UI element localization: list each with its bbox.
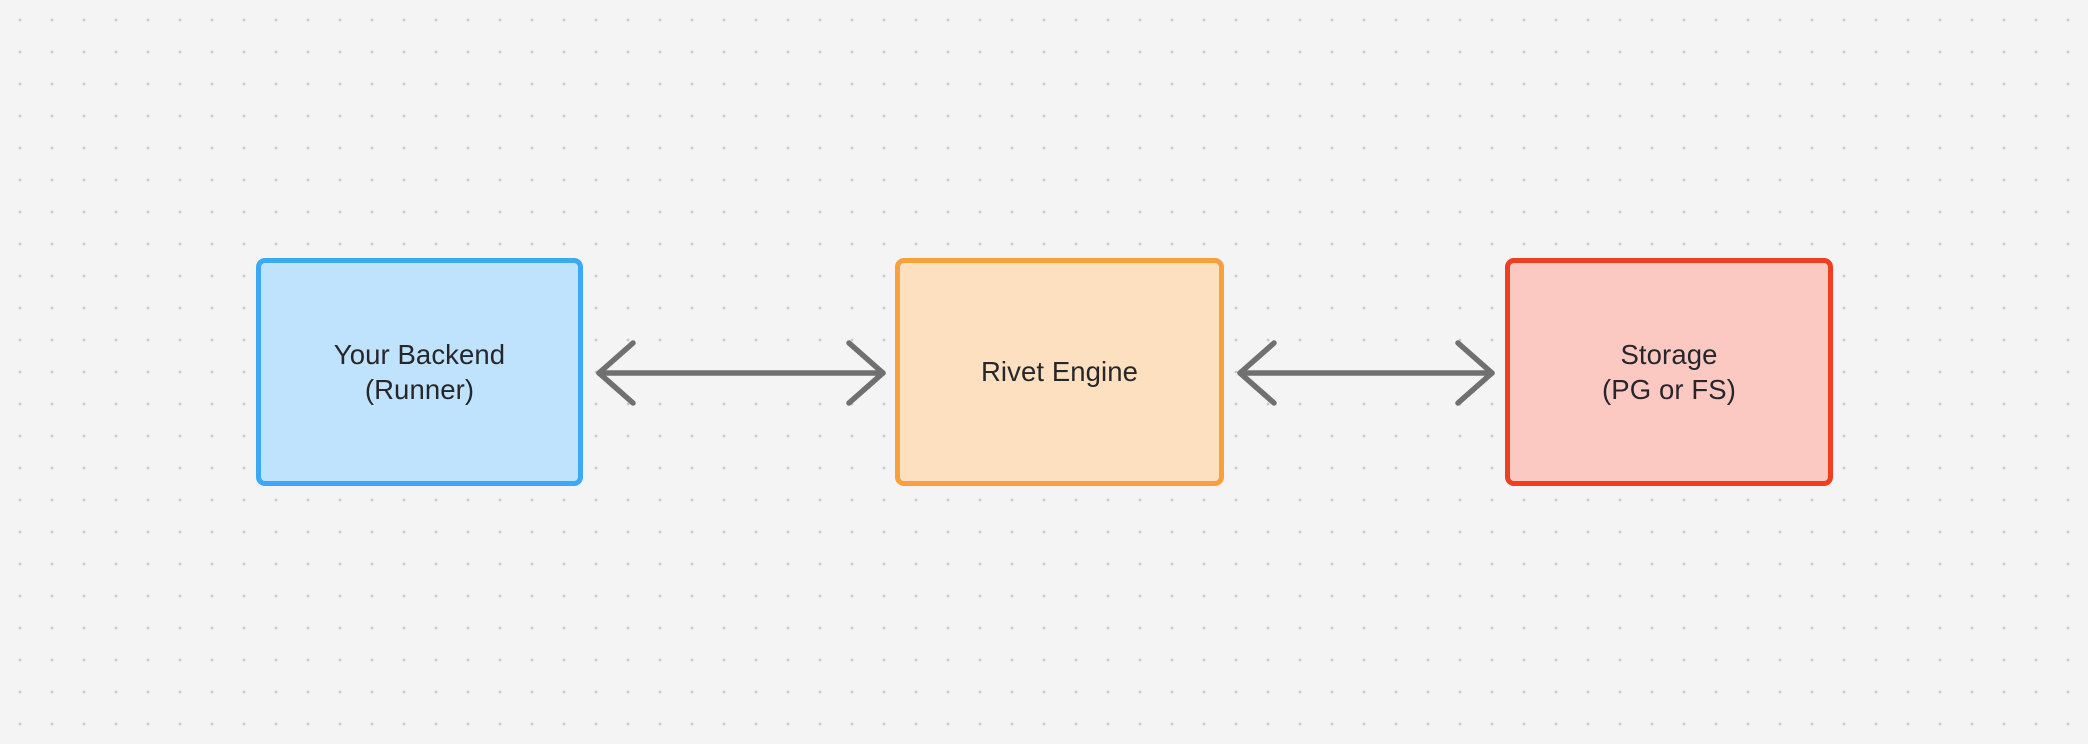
diagram-node-storage[interactable]: Storage (PG or FS): [1505, 258, 1833, 486]
node-backend-label-line1: Your Backend: [333, 338, 506, 370]
diagram-edge-engine-to-storage[interactable]: [1232, 330, 1500, 416]
diagram-edge-backend-to-engine[interactable]: [591, 330, 891, 416]
diagram-node-engine[interactable]: Rivet Engine: [895, 258, 1224, 486]
node-storage-label-line1: Storage: [1620, 338, 1718, 370]
bidirectional-arrow-icon: [596, 340, 886, 406]
node-engine-label-line1: Rivet Engine: [980, 356, 1139, 388]
node-storage-label-line2: (PG or FS): [1602, 374, 1736, 405]
node-backend-label-line2: (Runner): [364, 374, 475, 405]
bidirectional-arrow-icon: [1237, 340, 1495, 406]
diagram-node-backend[interactable]: Your Backend (Runner): [256, 258, 583, 486]
